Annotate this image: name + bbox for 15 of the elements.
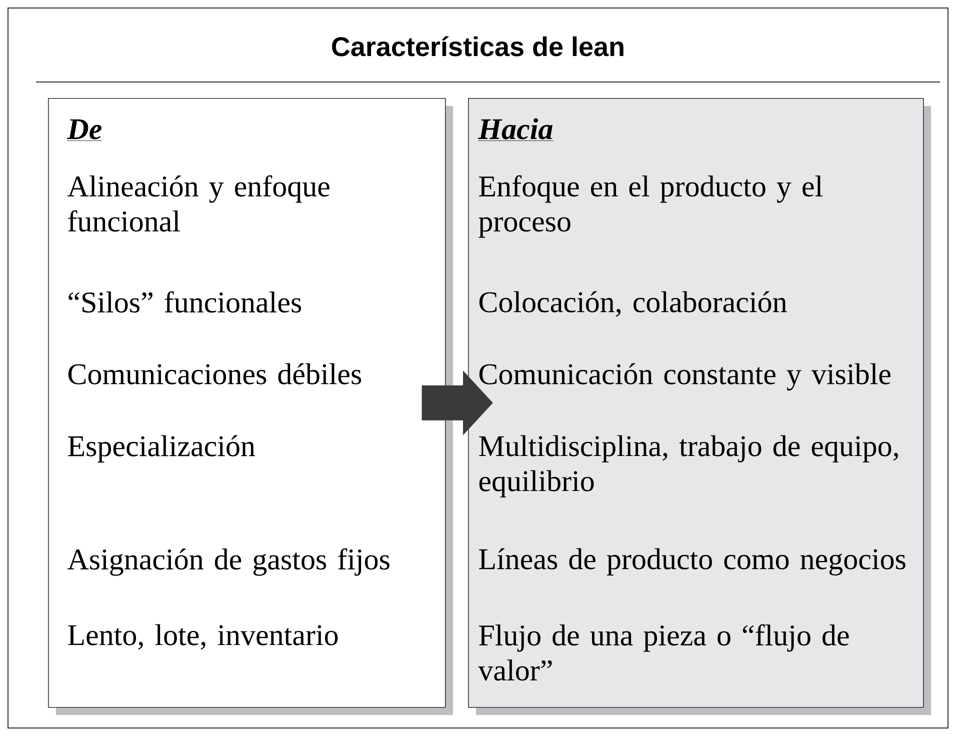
list-item: Colocación, colaboración — [479, 291, 787, 317]
list-item: Flujo de una pieza o “flujo de valor” — [478, 624, 849, 681]
list-item: Comunicaciones débiles — [68, 363, 362, 384]
list-item: Especialización — [68, 435, 256, 462]
list-item: Multidisciplina, trabajo de equipo, equilibrio — [479, 435, 898, 498]
list-item: “Silos” funcionales — [68, 291, 302, 313]
list-item: Líneas de producto como negocios — [479, 548, 906, 576]
column-heading: Hacia — [478, 118, 554, 141]
list-item: Comunicación constante y visible — [479, 363, 890, 391]
list-item: Enfoque en el producto y el proceso — [478, 175, 822, 238]
column-heading: De — [66, 119, 102, 141]
title: Características de lean — [332, 36, 624, 56]
list-item: Lento, lote, inventario — [68, 624, 338, 650]
list-item: Alineación y enfoque funcional — [68, 175, 330, 232]
list-item: Asignación de gastos fijos — [68, 548, 390, 576]
